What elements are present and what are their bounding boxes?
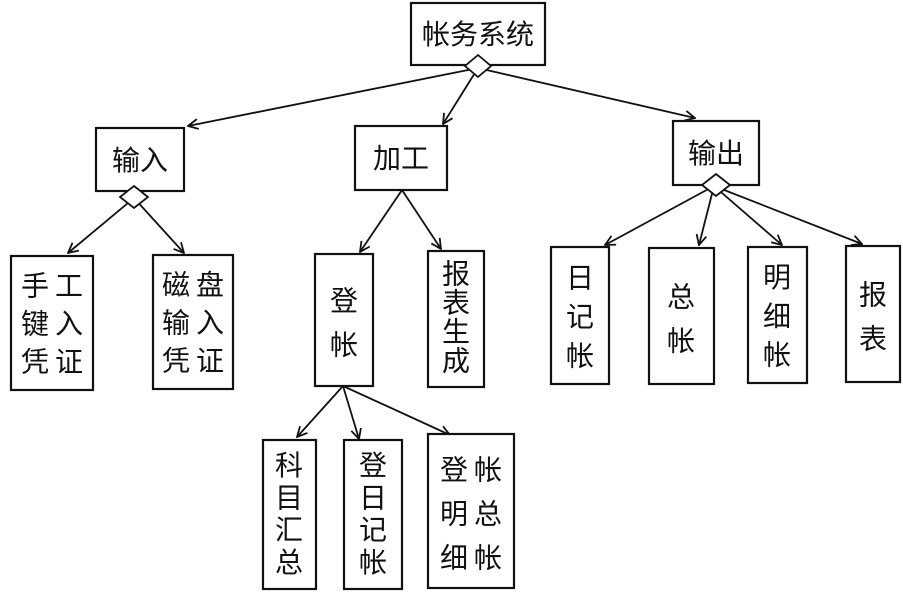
node-label: 报表生成 bbox=[442, 258, 470, 378]
node-detail-ledger: 明细帐 bbox=[746, 245, 809, 385]
edge-output-journal bbox=[605, 185, 715, 245]
edge-process-reportgen bbox=[401, 189, 441, 249]
node-manual-entry: 手工键入凭证 bbox=[9, 254, 95, 392]
node-disk-entry: 磁盘输入凭证 bbox=[151, 253, 235, 391]
edge-root-process bbox=[443, 67, 479, 124]
input-branch-diamond bbox=[118, 184, 150, 210]
node-post-journal: 登日记帐 bbox=[342, 438, 404, 591]
edge-input-disk bbox=[133, 197, 184, 253]
edge-posting-summary bbox=[297, 385, 344, 437]
node-subject-summary: 科目汇总 bbox=[261, 438, 318, 591]
output-branch-diamond bbox=[700, 172, 732, 198]
node-label: 登日记帐 bbox=[359, 449, 387, 579]
edge-posting-postjournal bbox=[342, 385, 359, 439]
node-reports: 报表 bbox=[844, 244, 902, 384]
node-general-ledger: 总帐 bbox=[647, 246, 716, 386]
node-label: 加工 bbox=[373, 142, 429, 175]
node-label: 总帐 bbox=[667, 280, 695, 357]
node-label: 明细帐 bbox=[763, 261, 791, 371]
edge-posting-postdetail bbox=[342, 385, 450, 435]
node-journal: 日记帐 bbox=[549, 245, 611, 386]
node-root: 帐务系统 bbox=[409, 1, 547, 67]
edges bbox=[68, 67, 862, 439]
edge-output-detail bbox=[713, 185, 782, 245]
node-label: 输入 bbox=[112, 144, 168, 177]
node-output: 输出 bbox=[671, 119, 761, 187]
root-branch-diamond bbox=[463, 53, 493, 79]
edge-output-general bbox=[699, 185, 715, 245]
edge-root-output bbox=[477, 67, 695, 118]
node-label: 日记帐 bbox=[566, 261, 594, 372]
node-input: 输入 bbox=[94, 126, 186, 193]
node-label: 科目汇总 bbox=[275, 449, 303, 579]
node-post-detail-gl: 登明细帐总帐 bbox=[426, 432, 516, 590]
node-label: 帐务系统 bbox=[422, 18, 534, 51]
edge-output-reports bbox=[713, 185, 862, 244]
node-label: 手工键入凭证 bbox=[21, 270, 83, 379]
edge-root-input bbox=[188, 67, 479, 126]
node-label: 登明细帐总帐 bbox=[440, 453, 502, 574]
edge-input-manual bbox=[68, 197, 135, 253]
node-label: 登帐 bbox=[330, 284, 358, 361]
node-posting: 登帐 bbox=[313, 252, 375, 388]
node-label: 磁盘输入凭证 bbox=[162, 269, 224, 378]
edge-process-posting bbox=[360, 189, 403, 252]
node-label: 输出 bbox=[688, 137, 744, 170]
node-report-gen: 报表生成 bbox=[426, 249, 486, 389]
node-process: 加工 bbox=[353, 124, 449, 192]
node-label: 报表 bbox=[859, 278, 887, 355]
